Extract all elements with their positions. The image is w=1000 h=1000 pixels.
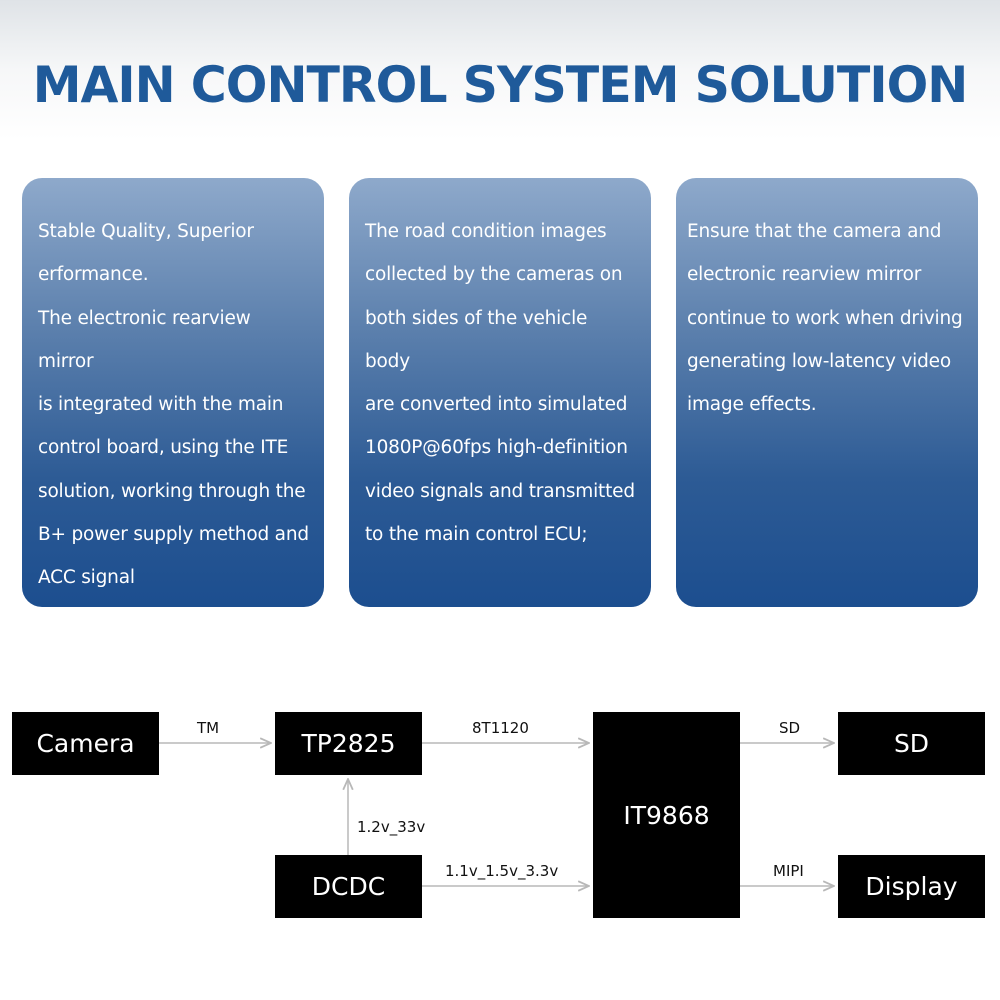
camera-block: Camera (12, 712, 159, 775)
edge-label-mipi: MIPI (773, 862, 804, 880)
edge-label-8t1120: 8T1120 (472, 719, 529, 737)
it9868-block: IT9868 (593, 712, 740, 918)
edge-label-1-1v: 1.1v_1.5v_3.3v (445, 862, 559, 880)
display-block: Display (838, 855, 985, 918)
card-text: Ensure that the camera and electronic re… (687, 221, 963, 416)
card-text: Stable Quality, Superior erformance. The… (38, 221, 309, 589)
dcdc-block: DCDC (275, 855, 422, 918)
edge-label-tm: TM (197, 719, 220, 737)
page-title: MAIN CONTROL SYSTEM SOLUTION (32, 56, 969, 114)
edge-label-sd: SD (779, 719, 801, 737)
feature-card-low-latency: Ensure that the camera and electronic re… (676, 178, 978, 607)
feature-card-stability: Stable Quality, Superior erformance. The… (22, 178, 324, 607)
card-text: The road condition images collected by t… (365, 221, 635, 546)
feature-card-road-images: The road condition images collected by t… (349, 178, 651, 607)
edge-label-1-2v: 1.2v_33v (357, 818, 426, 836)
sd-block: SD (838, 712, 985, 775)
tp2825-block: TP2825 (275, 712, 422, 775)
